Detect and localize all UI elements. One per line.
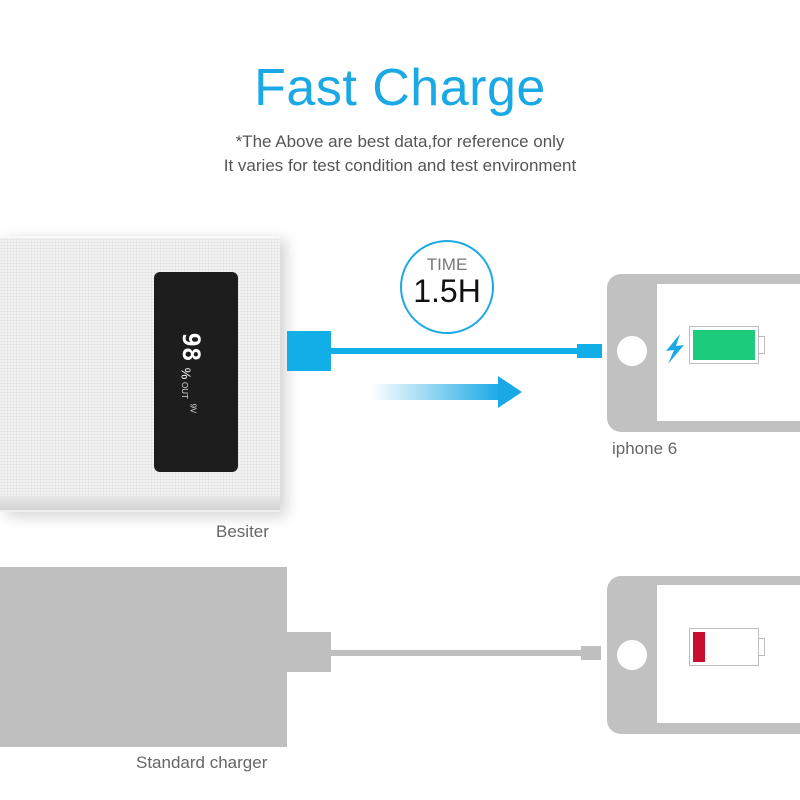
- battery-percent-digits: 98: [177, 332, 205, 362]
- standard-lightning-plug: [581, 646, 601, 660]
- time-badge: TIME 1.5H: [400, 240, 494, 334]
- page-title: Fast Charge: [254, 59, 546, 117]
- lcd-display: [154, 272, 238, 472]
- standard-usb-plug: [287, 632, 331, 672]
- percent-sign: %: [178, 367, 194, 380]
- battery-full: [689, 326, 759, 364]
- arrow-right-icon: [370, 384, 500, 400]
- time-value: 1.5H: [413, 273, 481, 309]
- home-button: [617, 640, 647, 670]
- disclaimer: *The Above are best data,for reference o…: [0, 130, 800, 178]
- out-label: OUT: [179, 382, 189, 399]
- standard-charger-label: Standard charger: [136, 753, 268, 772]
- battery-level-full: [693, 330, 755, 360]
- battery-tip: [759, 638, 765, 656]
- standard-cable: [331, 650, 581, 656]
- besiter-power-bank: [0, 236, 280, 512]
- time-label: TIME: [426, 255, 468, 274]
- battery-level-low: [693, 632, 705, 662]
- fast-cable: [331, 348, 577, 354]
- usb-plug: [287, 331, 331, 371]
- lightning-plug: [577, 344, 602, 358]
- home-button: [617, 336, 647, 366]
- battery-tip: [759, 336, 765, 354]
- standard-charger: [0, 567, 287, 747]
- disclaimer-line-2: It varies for test condition and test en…: [223, 156, 577, 175]
- iphone-label: iphone 6: [612, 439, 678, 458]
- voltage-label: 9V: [188, 403, 198, 414]
- power-bank-edge: [0, 496, 280, 510]
- battery-low: [689, 628, 759, 666]
- besiter-label: Besiter: [216, 522, 269, 541]
- disclaimer-line-1: *The Above are best data,for reference o…: [235, 132, 565, 151]
- lightning-bolt-icon: [666, 334, 684, 364]
- arrow-head-icon: [498, 376, 522, 408]
